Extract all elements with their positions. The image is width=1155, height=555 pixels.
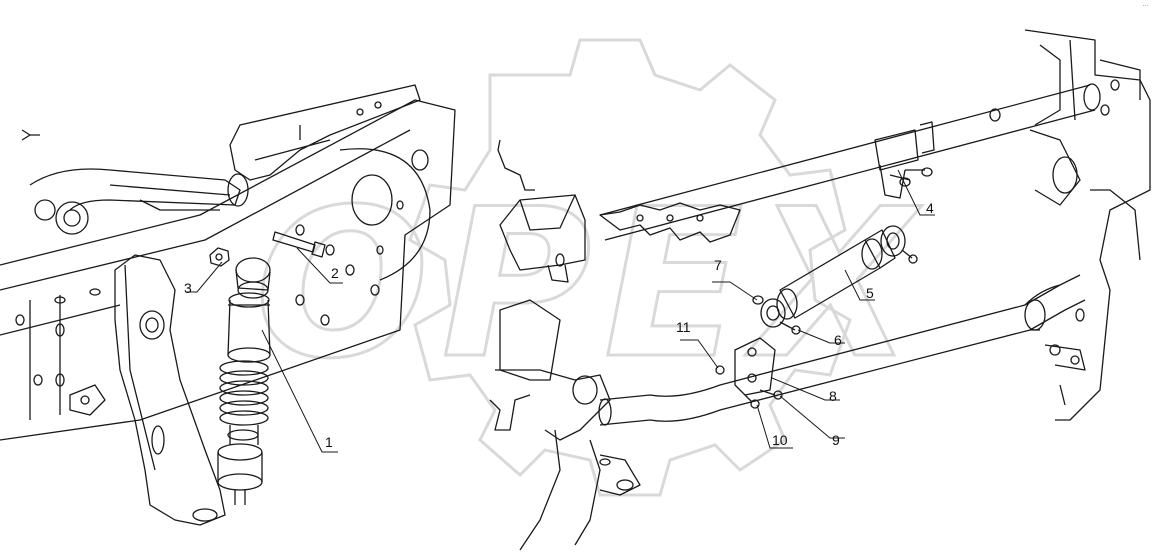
label-5: 5 — [866, 285, 874, 301]
label-4: 4 — [926, 200, 934, 216]
right-frame-assembly — [489, 29, 1151, 551]
cylinder-item-5 — [752, 225, 918, 335]
label-11: 11 — [676, 319, 691, 335]
cross-tube — [599, 84, 1096, 241]
label-6: 6 — [834, 332, 842, 348]
watermark-text: OPEX — [255, 166, 926, 404]
harness-bracket — [599, 202, 741, 243]
right-frame-rail — [1024, 29, 1151, 421]
corner-mark: ··· — [1142, 2, 1149, 10]
watermark-gear-icon — [408, 38, 852, 497]
hook-bracket — [497, 139, 535, 191]
left-stabilizer-link — [29, 168, 241, 211]
lower-bracket-assembly — [715, 337, 783, 409]
tilt-arm-bracket — [114, 254, 226, 526]
label-3: 3 — [184, 280, 192, 296]
label-8: 8 — [829, 388, 837, 404]
leader-lines — [187, 169, 935, 453]
label-10: 10 — [772, 432, 788, 448]
label-9: 9 — [832, 432, 840, 448]
label-1: 1 — [325, 434, 333, 450]
stabilizer-bar — [599, 274, 1086, 426]
left-frame-assembly — [0, 84, 456, 526]
label-7: 7 — [714, 257, 722, 273]
clamp-item-4 — [874, 121, 935, 199]
bolt-item-2 — [272, 231, 326, 258]
rail-holes — [15, 200, 404, 387]
watermark: OPEX — [254, 38, 926, 497]
nut-item-3 — [209, 247, 230, 267]
left-link-eye — [55, 201, 89, 235]
callout-labels: 1 2 3 4 5 6 7 8 9 10 11 — [184, 200, 934, 450]
label-2: 2 — [331, 265, 339, 281]
left-frame-rail — [0, 99, 456, 441]
